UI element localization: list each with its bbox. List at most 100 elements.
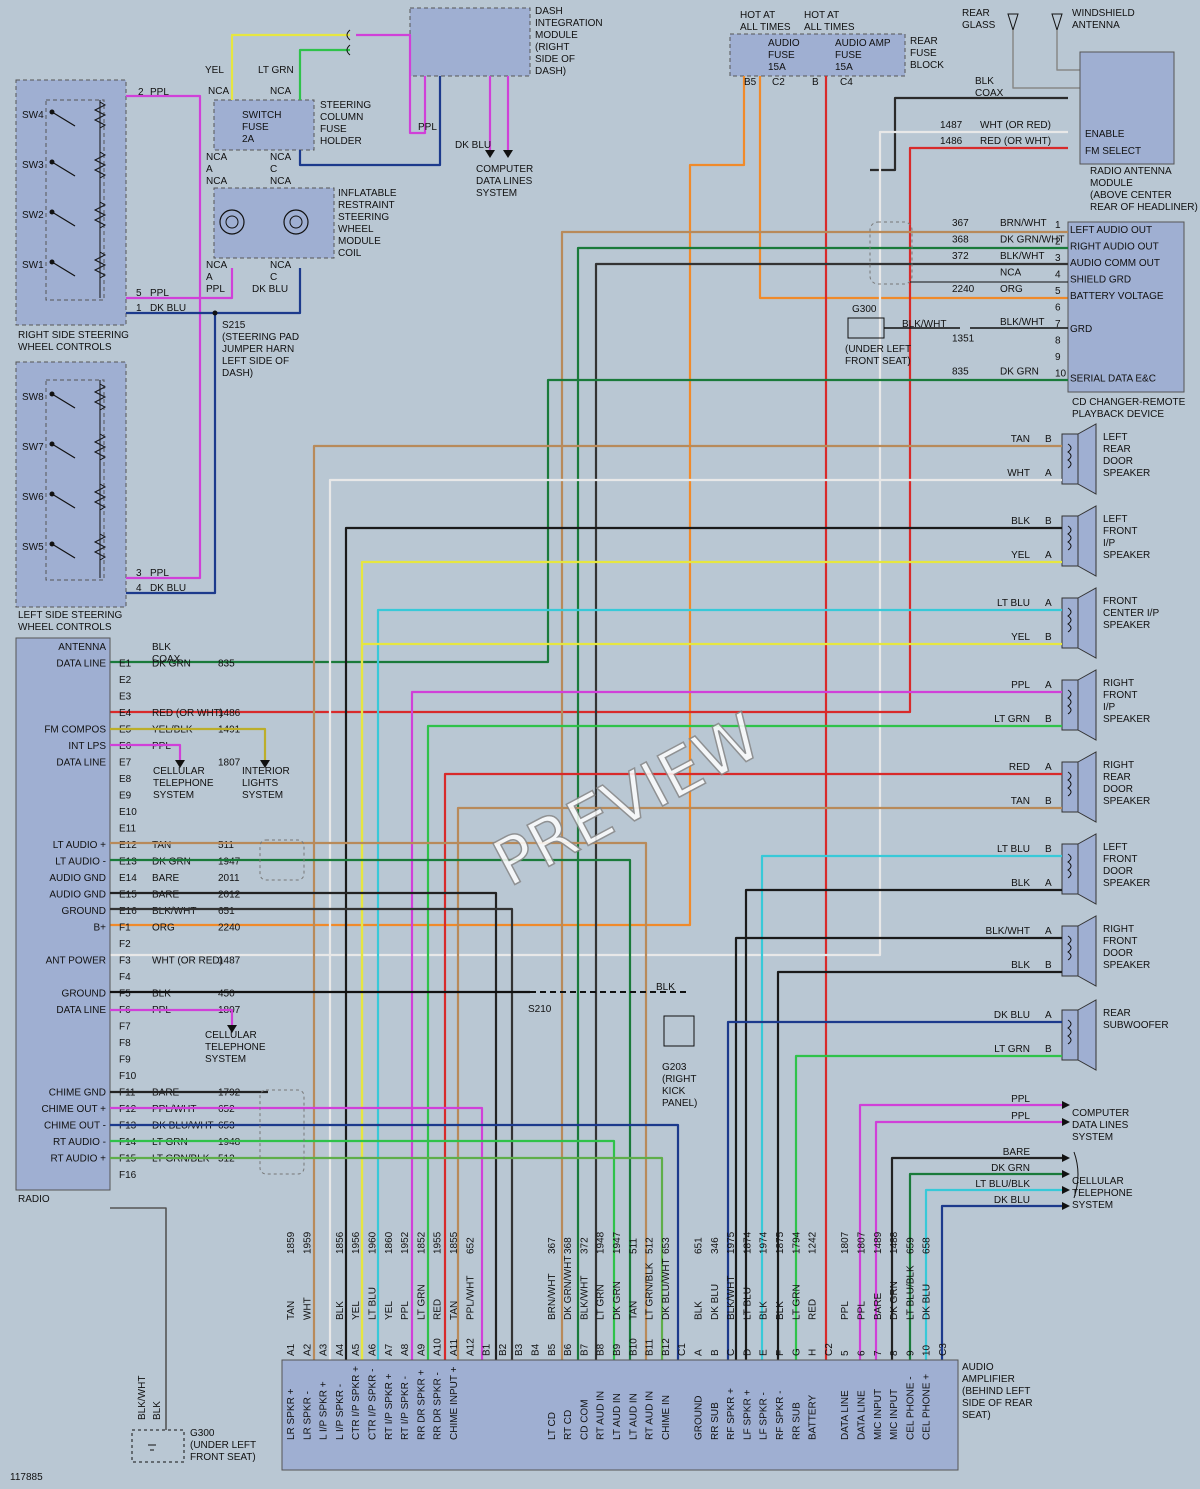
wire-color-label: LT GRN bbox=[994, 1044, 1030, 1055]
wire-color-label: YEL bbox=[1011, 632, 1030, 643]
wire-color-label: PPL bbox=[400, 1301, 411, 1320]
right-out-wire-2 bbox=[890, 1156, 1062, 1362]
arrow-icon bbox=[1062, 1170, 1070, 1178]
wire-color-label: BLK/WHT bbox=[902, 319, 946, 330]
switch-pivot bbox=[49, 391, 55, 397]
wire-color-label: LT BLU bbox=[997, 844, 1030, 855]
arrow-icon bbox=[260, 760, 270, 768]
pin-label: B bbox=[812, 77, 819, 88]
wire-color-label: PPL bbox=[150, 288, 169, 299]
wire-color-label: DK BLU bbox=[252, 284, 288, 295]
resistor-symbol bbox=[93, 483, 107, 511]
wire-color-label: BLK bbox=[1011, 960, 1030, 971]
amp-pin-name: MIC INPUT bbox=[873, 1389, 884, 1440]
wire-color-label: WHT bbox=[1007, 468, 1030, 479]
right-out-wire-3 bbox=[908, 1172, 1062, 1362]
pplwht-wire-chime+ bbox=[110, 1106, 484, 1362]
resistor-symbol bbox=[93, 201, 107, 229]
amp-pin: A bbox=[694, 1349, 705, 1356]
nca-label: NCA bbox=[208, 86, 229, 97]
circuit-number: 372 bbox=[952, 251, 969, 262]
amp-pin-name: CHIME IN bbox=[661, 1395, 672, 1440]
radio-pin: F7 bbox=[119, 1022, 131, 1033]
wire-color-label: LT GRN bbox=[791, 1284, 802, 1320]
cd-pin-number: 7 bbox=[1055, 319, 1061, 330]
wire-color-label: BARE bbox=[1003, 1147, 1031, 1158]
wire-color-label: BRN/WHT bbox=[1000, 218, 1047, 229]
arrow-icon bbox=[1062, 1101, 1070, 1109]
amp-pin: A8 bbox=[400, 1343, 411, 1356]
radio-pin: F2 bbox=[119, 939, 131, 950]
speaker-pin: A bbox=[1045, 598, 1052, 609]
cd-pin-number: 2 bbox=[1055, 237, 1061, 248]
speaker-cone-icon bbox=[1077, 915, 1097, 987]
wire-color-label: YEL bbox=[351, 1301, 362, 1320]
amp-pin: 8 bbox=[889, 1350, 900, 1356]
radio-pin: F12 bbox=[119, 1104, 137, 1115]
circuit-number: 1856 bbox=[335, 1231, 346, 1254]
speaker-coil bbox=[1067, 689, 1072, 715]
speaker-cone-icon bbox=[1077, 999, 1097, 1071]
amp-pin-name: LT AUD IN bbox=[628, 1393, 639, 1440]
wire-color-label: TAN bbox=[152, 840, 171, 851]
cd-pin-number: 1 bbox=[1055, 220, 1061, 231]
speaker-pin: A bbox=[1045, 550, 1052, 561]
circuit-number: 1487 bbox=[940, 120, 963, 131]
switch-contact bbox=[51, 493, 76, 509]
resistor-symbol bbox=[93, 101, 107, 129]
circuit-number: 511 bbox=[628, 1238, 639, 1254]
wire-color-label: BLK bbox=[1011, 878, 1030, 889]
circuit-number: 835 bbox=[952, 367, 969, 378]
circuit-number: 1875 bbox=[775, 1231, 786, 1254]
coil-symbol-inner bbox=[225, 215, 239, 229]
amp-pin: B11 bbox=[645, 1339, 656, 1356]
wire-color-label: BARE bbox=[152, 890, 180, 901]
amp-pin: A4 bbox=[335, 1343, 346, 1356]
audio-amplifier-box bbox=[281, 1359, 959, 1471]
switch-contact bbox=[51, 211, 76, 227]
circuit-number: 1952 bbox=[400, 1231, 411, 1254]
circuit-number: 1242 bbox=[808, 1231, 819, 1254]
wire-color-label: YEL bbox=[384, 1301, 395, 1320]
circuit-number: 1975 bbox=[726, 1231, 737, 1254]
cd-pin-number: 10 bbox=[1055, 369, 1067, 380]
cd-pin-number: 6 bbox=[1055, 303, 1061, 314]
wire-color-label: PPL bbox=[1011, 1111, 1030, 1122]
wire-color-label: DK BLU bbox=[455, 140, 491, 151]
circuit-number: 1948 bbox=[596, 1231, 607, 1254]
wire-color-label: LT GRN bbox=[258, 65, 294, 76]
left-switch-ladder-box bbox=[45, 379, 105, 581]
speaker-wire-5-b bbox=[744, 888, 1062, 1362]
shield-symbol bbox=[259, 839, 305, 881]
radio-pin-name: B+ bbox=[93, 923, 106, 934]
left-switch-label-SW5: SW5 bbox=[22, 542, 44, 553]
right-switch-label-SW1: SW1 bbox=[22, 260, 44, 271]
arrow-icon bbox=[1062, 1118, 1070, 1126]
speaker-cone-icon bbox=[1077, 505, 1097, 577]
coil-symbol-inner bbox=[289, 215, 303, 229]
wire-color-label: BLK/WHT bbox=[1000, 317, 1044, 328]
wire-color-label: LT BLU bbox=[742, 1287, 753, 1320]
switch-pivot bbox=[49, 209, 55, 215]
amp-pin: C1 bbox=[677, 1343, 688, 1356]
amp-pin: G bbox=[791, 1348, 802, 1356]
amp-pin-name: RR SUB bbox=[710, 1402, 721, 1440]
arrow-icon bbox=[1062, 1186, 1070, 1194]
wire-color-label: BARE bbox=[873, 1292, 884, 1320]
radio-pin-name: LT AUDIO - bbox=[55, 857, 106, 868]
wire-color-label: DK GRN bbox=[152, 659, 191, 670]
amp-pin: B6 bbox=[563, 1343, 574, 1356]
right-switch-label-SW4: SW4 bbox=[22, 110, 44, 121]
amp-pin-name: BATTERY bbox=[808, 1394, 819, 1440]
amp-pin: C bbox=[726, 1349, 737, 1356]
shield-symbol bbox=[259, 1089, 305, 1175]
switch-contact bbox=[51, 261, 76, 277]
